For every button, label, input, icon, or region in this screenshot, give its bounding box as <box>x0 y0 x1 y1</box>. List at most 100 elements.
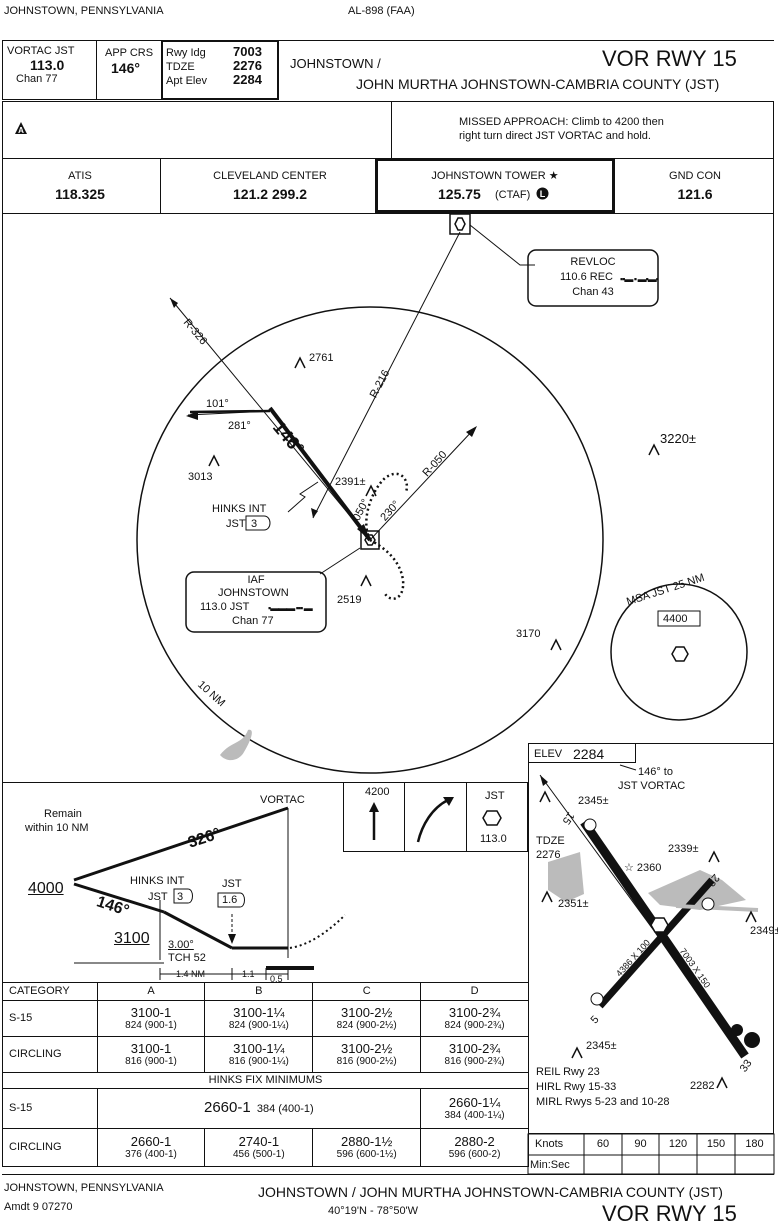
doc-id: AL-898 (FAA) <box>348 5 415 17</box>
tdze-value: 2276 <box>233 58 262 73</box>
tdze-label: TDZE <box>166 61 195 73</box>
app-crs: 146° <box>111 60 140 76</box>
footer-divider <box>2 1174 774 1175</box>
alt-4000: 4000 <box>28 880 64 897</box>
hinks-name: HINKS INT <box>212 503 267 515</box>
rwy-ldg-label: Rwy Idg <box>166 47 206 59</box>
triangle-a-icon: A <box>14 121 28 135</box>
ma-div-2 <box>466 782 467 852</box>
elev-3170: 3170 <box>516 628 541 640</box>
ma-altitude: 4200 <box>365 786 390 798</box>
alt-3100: 3100 <box>114 930 150 947</box>
footer-amdt: Amdt 9 07270 <box>4 1201 73 1213</box>
svg-text:A: A <box>18 126 24 135</box>
profile-hinks-dme: 3 <box>177 891 184 903</box>
comm-center-freq: 121.2 299.2 <box>233 186 307 202</box>
morse-rec-icon: ▪▪▬ ▪ ▬▪▬▪ <box>620 274 659 284</box>
minsec-label: Min:Sec <box>530 1159 570 1171</box>
ad-e2345a: 2345± <box>578 795 609 807</box>
ma-fix: JST <box>485 790 505 802</box>
ad-elev: 2284 <box>573 746 605 762</box>
ad-e2282: 2282 <box>690 1080 715 1092</box>
speed-180: 180 <box>745 1138 764 1150</box>
missed-approach-2: right turn direct JST VORTAC and hold. <box>459 130 651 142</box>
comm-atis-freq: 118.325 <box>55 186 105 202</box>
city: JOHNSTOWN / <box>290 56 381 71</box>
footer-location: JOHNSTOWN, PENNSYLVANIA <box>4 1182 164 1194</box>
comm-tower-freq: 125.75 <box>438 186 481 202</box>
hinks-dme: 3 <box>251 518 258 530</box>
ad-reil: REIL Rwy 23 <box>536 1066 600 1078</box>
ad-e2360: ☆ 2360 <box>624 862 662 874</box>
elev-box <box>528 743 636 763</box>
profile-frame <box>2 782 528 982</box>
comms-div-1 <box>160 158 161 214</box>
s15-label: S-15 <box>2 1000 98 1037</box>
tch: TCH 52 <box>168 952 206 964</box>
iaf-chan: Chan 77 <box>232 615 274 627</box>
header-location: JOHNSTOWN, PENNSYLVANIA <box>4 5 164 17</box>
ad-e2339: 2339± <box>668 843 699 855</box>
elev-2391: 2391± <box>335 476 366 488</box>
footer-airport: JOHNSTOWN / JOHN MURTHA JOHNSTOWN-CAMBRI… <box>258 1184 723 1200</box>
apt-elev: 2284 <box>233 72 262 87</box>
app-crs-label: APP CRS <box>105 47 154 59</box>
profile-jst: JST <box>222 878 242 890</box>
elev-2761: 2761 <box>309 352 334 364</box>
iaf-freq: 113.0 JST <box>200 601 250 613</box>
vortac-freq: 113.0 <box>30 57 65 73</box>
ad-e2351: 2351± <box>558 898 589 910</box>
comm-atis-name: ATIS <box>68 170 92 182</box>
speed-60: 60 <box>596 1138 610 1150</box>
procedure-title: VOR RWY 15 <box>602 46 737 71</box>
comm-gnd-freq: 121.6 <box>677 186 713 202</box>
ad-tdze-label: TDZE <box>536 835 565 847</box>
plan-view-frame <box>2 213 774 783</box>
missed-approach-1: MISSED APPROACH: Climb to 4200 then <box>459 116 664 128</box>
tower-box <box>375 158 615 213</box>
ma-div-1 <box>404 782 405 852</box>
ma-freq: 113.0 <box>480 833 507 845</box>
iaf-name: JOHNSTOWN <box>218 587 289 599</box>
profile-jst-dme: 1.6 <box>222 894 238 906</box>
circ-label: CIRCLING <box>2 1036 98 1073</box>
ad-crs-to2: JST VORTAC <box>618 780 686 792</box>
ad-mirl: MIRL Rwys 5-23 and 10-28 <box>536 1096 670 1108</box>
glideslope: 3.00° <box>168 939 194 951</box>
profile-hinks-jst: JST <box>148 891 168 903</box>
profile-vortac: VORTAC <box>260 794 305 806</box>
elev-3220: 3220± <box>660 431 697 446</box>
header-divider <box>2 40 774 41</box>
msa-alt: 4400 <box>663 613 688 625</box>
speed-120: 120 <box>668 1138 688 1150</box>
l-circle-icon: L <box>536 187 549 200</box>
svg-text:L: L <box>540 189 546 199</box>
ad-tdze: 2276 <box>536 849 561 861</box>
speed-150: 150 <box>706 1138 726 1150</box>
apt-elev-label: Apt Elev <box>166 75 207 87</box>
elev-2519: 2519 <box>337 594 362 606</box>
comm-tower-note: (CTAF) <box>495 189 531 201</box>
ad-e2349: 2349± <box>750 925 778 937</box>
ad-hirl: HIRL Rwy 15-33 <box>536 1081 617 1093</box>
elev-3013: 3013 <box>188 471 213 483</box>
comm-tower-name: JOHNSTOWN TOWER ★ <box>431 170 559 182</box>
dist-1-1: 1.1 <box>242 969 255 979</box>
revloc-freq: 110.6 REC <box>560 271 613 283</box>
vortac-chan: Chan 77 <box>16 73 58 85</box>
comm-gnd-name: GND CON <box>669 170 721 182</box>
airport-name: JOHN MURTHA JOHNSTOWN-CAMBRIA COUNTY (JS… <box>356 76 720 92</box>
footer-procedure: VOR RWY 15 <box>602 1201 737 1226</box>
speed-90: 90 <box>634 1138 647 1150</box>
rwy-ldg: 7003 <box>233 44 262 59</box>
